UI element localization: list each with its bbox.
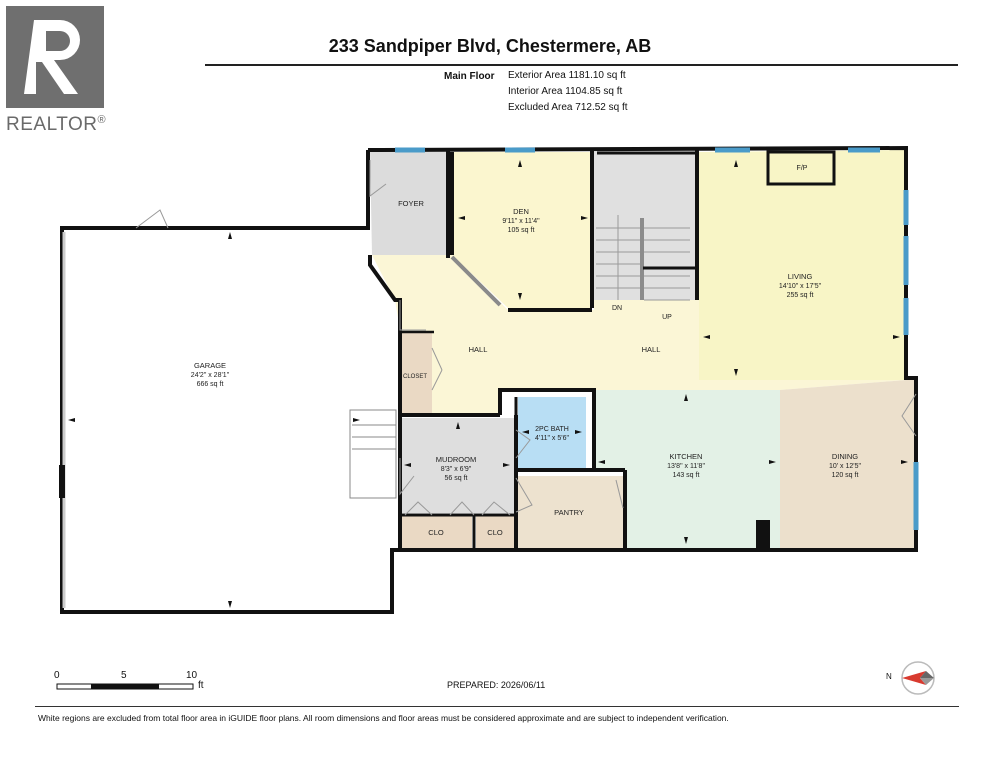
closet-label: CLOSET bbox=[403, 374, 427, 380]
foyer-area bbox=[370, 150, 450, 255]
kitchen-dims: 13'8" x 11'8" bbox=[667, 463, 705, 470]
den-area-text: 105 sq ft bbox=[508, 227, 535, 234]
pantry-label: PANTRY bbox=[554, 508, 584, 517]
scale-tick-0: 0 bbox=[54, 670, 60, 681]
garage-label: GARAGE bbox=[194, 361, 226, 370]
living-dims: 14'10" x 17'5" bbox=[779, 283, 822, 290]
realtor-logo-mark bbox=[6, 6, 104, 108]
clo2-area bbox=[476, 515, 515, 548]
page-title: 233 Sandpiper Blvd, Chestermere, AB bbox=[328, 36, 652, 56]
clo-label-2: CLO bbox=[487, 528, 503, 537]
dining-label: DINING bbox=[832, 452, 858, 461]
floor-label: Main Floor bbox=[444, 71, 495, 82]
den-angle-wall bbox=[450, 255, 502, 307]
living-area-text: 255 sq ft bbox=[787, 292, 814, 299]
exterior-area: Exterior Area 1181.10 sq ft bbox=[508, 70, 626, 81]
den-area bbox=[452, 152, 592, 308]
mudroom-area-text: 56 sq ft bbox=[445, 475, 468, 482]
hall-area bbox=[372, 255, 906, 415]
den-label: DEN bbox=[513, 207, 529, 216]
garage-steps bbox=[349, 409, 397, 499]
bath-area bbox=[518, 397, 586, 468]
bath-dims: 4'11" x 5'6" bbox=[535, 435, 569, 442]
disclaimer: White regions are excluded from total fl… bbox=[38, 713, 729, 723]
dining-dims: 10' x 12'5" bbox=[829, 463, 862, 470]
clo1-area bbox=[400, 515, 472, 548]
realtor-logo-text: REALTOR bbox=[6, 114, 98, 135]
title-divider bbox=[205, 64, 958, 66]
living-label: LIVING bbox=[788, 272, 813, 281]
clo-label-1: CLO bbox=[428, 528, 444, 537]
mudroom-dims: 8'3" x 6'9" bbox=[441, 466, 472, 473]
fireplace-label: F/P bbox=[797, 165, 808, 172]
scale-unit: ft bbox=[198, 680, 204, 691]
prepared-date: PREPARED: 2026/06/11 bbox=[447, 680, 546, 690]
compass: N bbox=[886, 660, 938, 696]
scale-tick-10: 10 bbox=[186, 670, 198, 681]
realtor-logo: REALTOR® bbox=[6, 6, 107, 135]
dimension-markers bbox=[68, 160, 908, 608]
registered-mark: ® bbox=[97, 114, 107, 126]
den-dims: 9'11" x 11'4" bbox=[502, 218, 540, 225]
kitchen-area bbox=[595, 390, 780, 548]
foyer-label: FOYER bbox=[398, 199, 424, 208]
stairs-area bbox=[594, 152, 697, 300]
scale-bar bbox=[56, 683, 194, 690]
mudroom-label: MUDROOM bbox=[436, 455, 476, 464]
compass-icon bbox=[901, 661, 935, 695]
pantry-area bbox=[517, 476, 623, 548]
scale-tick-5: 5 bbox=[121, 670, 127, 681]
stairs-up-label: UP bbox=[662, 314, 672, 321]
hall-label-1: HALL bbox=[469, 345, 488, 354]
interior-area: Interior Area 1104.85 sq ft bbox=[508, 86, 623, 97]
footer-divider bbox=[35, 706, 959, 707]
garage-area-text: 666 sq ft bbox=[197, 381, 224, 388]
mudroom-area bbox=[400, 418, 515, 513]
compass-label: N bbox=[886, 672, 892, 681]
bath-label: 2PC BATH bbox=[535, 426, 569, 433]
living-area bbox=[699, 150, 906, 380]
stairs-down-label: DN bbox=[612, 305, 622, 312]
excluded-area: Excluded Area 712.52 sq ft bbox=[508, 102, 628, 113]
kitchen-area-text: 143 sq ft bbox=[673, 472, 700, 479]
windows bbox=[395, 147, 919, 530]
stair-treads bbox=[596, 215, 690, 301]
hall-label-2: HALL bbox=[642, 345, 661, 354]
kitchen-label: KITCHEN bbox=[670, 452, 703, 461]
garage-dims: 24'2" x 28'1" bbox=[191, 372, 230, 379]
closet-area bbox=[400, 333, 432, 415]
dining-area-text: 120 sq ft bbox=[832, 472, 859, 479]
door-swings bbox=[135, 160, 917, 516]
dining-area bbox=[780, 380, 914, 548]
